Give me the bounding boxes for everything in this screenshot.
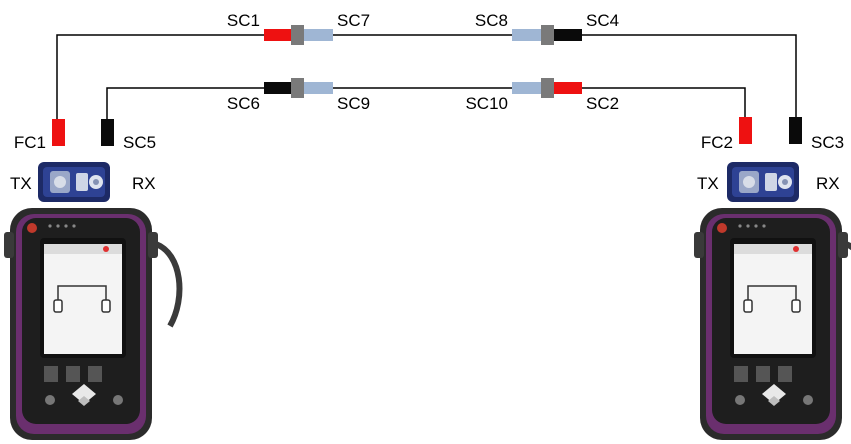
left-tester: TX RX	[4, 162, 179, 440]
left-tester-port-module	[38, 162, 110, 202]
connector-fc1	[52, 119, 65, 146]
connector-sc8	[512, 29, 541, 41]
right-tester-handheld	[694, 208, 851, 440]
label-sc1: SC1	[227, 11, 260, 30]
connector-sc9	[304, 82, 333, 94]
connector-sc4	[554, 29, 582, 41]
connector-sc5	[101, 119, 114, 146]
label-sc6: SC6	[227, 94, 260, 113]
connector-sc2	[554, 82, 582, 94]
label-sc10: SC10	[465, 94, 508, 113]
fiber-cable-bottom-right	[582, 87, 746, 119]
label-sc9: SC9	[337, 94, 370, 113]
adapter-sc8-sc4	[541, 25, 554, 45]
fiber-cable-top-left	[56, 34, 266, 121]
connector-sc3	[789, 117, 802, 144]
label-sc5: SC5	[123, 133, 156, 152]
connector-sc1	[264, 29, 291, 41]
connector-fc2	[739, 117, 752, 144]
right-rx-label: RX	[816, 174, 840, 193]
fiber-cable-top-right	[582, 34, 797, 119]
left-rx-label: RX	[132, 174, 156, 193]
connector-sc10	[512, 82, 541, 94]
adapter-sc10-sc2	[541, 78, 554, 98]
adapter-sc6-sc9	[291, 78, 304, 98]
right-tester-port-module	[727, 162, 799, 202]
left-tester-handheld	[4, 208, 179, 440]
connector-sc7	[304, 29, 333, 41]
label-sc7: SC7	[337, 11, 370, 30]
connector-sc6	[264, 82, 291, 94]
label-sc4: SC4	[586, 11, 619, 30]
fiber-cable-bottom-left	[106, 87, 266, 121]
adapter-sc1-sc7	[291, 25, 304, 45]
label-sc3: SC3	[811, 133, 844, 152]
label-sc2: SC2	[586, 94, 619, 113]
right-tx-label: TX	[697, 174, 719, 193]
label-fc2: FC2	[701, 133, 733, 152]
label-fc1: FC1	[14, 133, 46, 152]
label-sc8: SC8	[475, 11, 508, 30]
right-tester: TX RX	[694, 162, 851, 440]
left-tx-label: TX	[10, 174, 32, 193]
